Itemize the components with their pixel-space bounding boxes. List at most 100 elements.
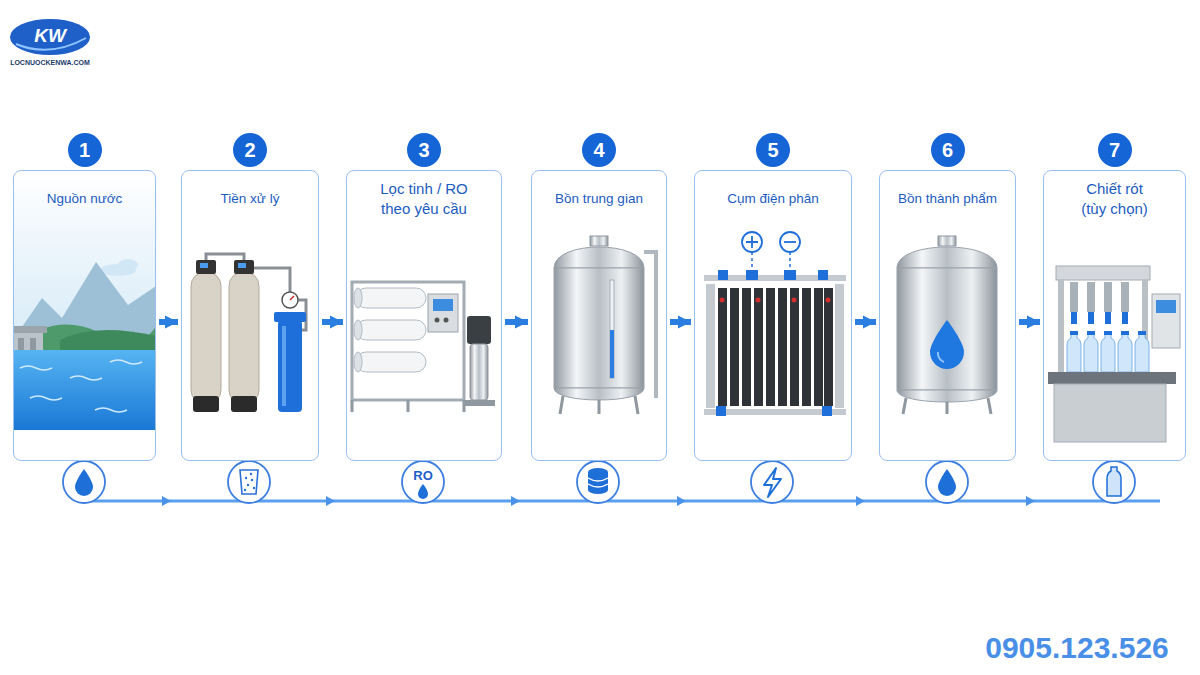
- electrolysis-stack: [730, 288, 739, 406]
- pretreatment-filters: [191, 254, 306, 412]
- electrolysis-stack: [746, 236, 758, 248]
- ro-system: [444, 318, 449, 323]
- ro-system: [356, 352, 426, 372]
- product-tank: [938, 352, 944, 362]
- step-icons: [240, 470, 258, 494]
- electrolysis-stack: [790, 288, 799, 406]
- flow-arrow: [322, 319, 343, 325]
- step-icons: [926, 461, 968, 503]
- ro-system: [435, 318, 440, 323]
- pretreatment-filters: [196, 260, 216, 274]
- step-number-text: 1: [79, 139, 90, 162]
- product-tank: [897, 247, 997, 268]
- electrolysis-stack: [720, 298, 725, 303]
- product-tank: [897, 390, 997, 402]
- intermediate-tank: [560, 396, 638, 414]
- step-title: Tiền xử lý: [182, 190, 318, 208]
- electrolysis-stack: [706, 284, 715, 408]
- process-card: Lọc tinh / RO theo yêu cầu: [346, 170, 502, 461]
- step-number: 5: [756, 133, 790, 167]
- step-number-text: 2: [244, 139, 255, 162]
- step-title: Chiết rót (tùy chọn): [1069, 179, 1161, 220]
- step-title: Bồn thành phẩm: [880, 190, 1015, 208]
- ro-system: [354, 320, 362, 340]
- pretreatment-filters: [290, 296, 294, 300]
- electrolysis-stack: [716, 406, 726, 416]
- intermediate-tank: [554, 268, 644, 388]
- pretreatment-filters: [238, 263, 246, 268]
- flow-arrow: [1019, 319, 1040, 325]
- filling-machine: [1088, 312, 1094, 324]
- logo-mark: [16, 38, 86, 50]
- logo-text: KW: [34, 25, 66, 47]
- step-number-text: 3: [418, 139, 429, 162]
- ro-system: [356, 288, 426, 308]
- electrolysis-stack: [766, 288, 775, 406]
- ro-system: [356, 320, 426, 340]
- electrolysis-stack: [818, 270, 828, 280]
- step-icons: [244, 489, 246, 491]
- intermediate-tank: [554, 236, 656, 414]
- electrolysis-stack: [742, 288, 751, 406]
- electrolysis-stack: [780, 232, 800, 252]
- process-card: Cụm điện phân: [694, 170, 852, 461]
- logo-mark: [10, 19, 90, 55]
- filling-machine: [1122, 312, 1128, 324]
- electrolysis-stack: [718, 270, 728, 280]
- electrolysis-stack: [778, 288, 787, 406]
- filling-machine: [1104, 331, 1112, 335]
- website-text: LOCNUOCKENWA.COM: [10, 59, 90, 66]
- step-icons: [63, 461, 105, 503]
- filling-machine: [1084, 334, 1098, 372]
- filling-machine: [1121, 282, 1129, 312]
- intermediate-tank: [554, 388, 644, 400]
- step-title: Cụm điện phân: [695, 190, 851, 208]
- step-number: 1: [68, 133, 102, 167]
- ro-system: [428, 294, 458, 332]
- filling-machine: [1104, 282, 1112, 312]
- logo-mark: [10, 19, 90, 55]
- water-source-scene: [14, 171, 155, 430]
- step-number: 4: [582, 133, 616, 167]
- filling-machine: [1048, 372, 1176, 384]
- ro-system: [470, 344, 488, 400]
- water-source-scene: [14, 350, 155, 430]
- step-icons: [588, 478, 608, 487]
- electrolysis-stack: [835, 284, 844, 408]
- filling-machine: [1056, 266, 1150, 280]
- ro-system: [352, 282, 495, 412]
- step-icons: [251, 479, 253, 481]
- filling-machine: [1054, 384, 1166, 442]
- step-number: 3: [407, 133, 441, 167]
- step-icons: [938, 469, 956, 496]
- intermediate-tank: [590, 236, 608, 246]
- electrolysis-stack: [754, 288, 763, 406]
- electrolysis-stack: [784, 270, 796, 280]
- water-source-scene: [118, 259, 138, 271]
- filling-machine: [1152, 294, 1180, 348]
- step-icons: [245, 477, 247, 479]
- pretreatment-filters: [231, 396, 257, 412]
- flow-arrow: [855, 319, 876, 325]
- process-card: Bồn thành phẩm: [879, 170, 1016, 461]
- filling-machine: [1087, 282, 1095, 312]
- step-number: 6: [931, 133, 965, 167]
- water-source-scene: [14, 326, 47, 333]
- flow-arrow: [159, 319, 178, 325]
- phone-number: 0905.123.526: [985, 631, 1169, 665]
- step-number-text: 5: [767, 139, 778, 162]
- intermediate-tank: [644, 252, 656, 398]
- filling-machine: [1135, 334, 1149, 372]
- filling-machine: [1048, 266, 1180, 442]
- flow-arrow: [505, 319, 528, 325]
- filling-machine: [1058, 280, 1064, 372]
- product-tank: [903, 398, 991, 414]
- pretreatment-filters: [229, 272, 259, 404]
- step-icons: [253, 487, 255, 489]
- step-icons: [764, 468, 781, 497]
- pretreatment-filters: [191, 272, 221, 404]
- process-card: Tiền xử lý: [181, 170, 319, 461]
- filling-machine: [1070, 282, 1078, 312]
- water-source-scene: [60, 330, 155, 352]
